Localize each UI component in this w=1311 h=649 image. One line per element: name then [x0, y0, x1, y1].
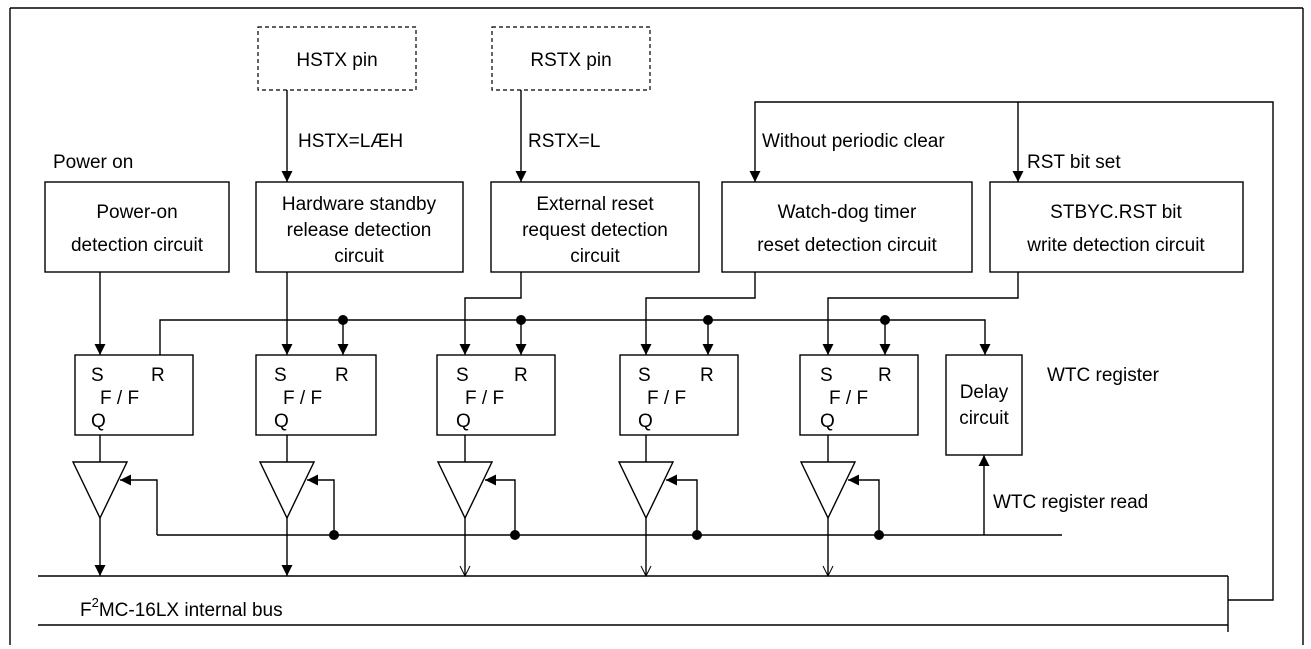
svg-text:Power-on: Power-on — [96, 202, 177, 223]
outer-frame — [9, 7, 1304, 645]
svg-text:F / F: F / F — [283, 388, 322, 409]
svg-text:circuit: circuit — [334, 246, 384, 267]
internal-bus-label: F2MC-16LX internal bus — [80, 595, 283, 621]
flipflop-5: S R F / FQ — [799, 354, 919, 436]
power-on-label: Power on — [53, 152, 133, 173]
detector-watchdog: Watch-dog timer reset detection circuit — [721, 181, 973, 273]
hstx-pin: HSTX pin — [257, 26, 417, 91]
svg-text:F / F: F / F — [647, 388, 686, 409]
rst-feedback-path — [749, 101, 1274, 601]
buffer-3 — [436, 461, 494, 520]
detector-stbyc-rst: STBYC.RST bit write detection circuit — [989, 181, 1244, 273]
svg-text:R: R — [514, 365, 528, 386]
svg-text:reset detection circuit: reset detection circuit — [757, 235, 937, 256]
svg-text:S: S — [820, 365, 833, 386]
svg-text:S: S — [274, 365, 287, 386]
svg-text:release detection: release detection — [287, 220, 432, 241]
rstx-level-label: RSTX=L — [528, 131, 600, 152]
junction-dot — [703, 315, 713, 325]
svg-text:write detection circuit: write detection circuit — [1026, 235, 1205, 256]
svg-text:Q: Q — [638, 411, 653, 432]
svg-text:F / F: F / F — [829, 388, 868, 409]
internal-bus: F2MC-16LX internal bus — [38, 575, 1229, 632]
svg-text:Watch-dog timer: Watch-dog timer — [778, 202, 917, 223]
buffer-2 — [258, 461, 316, 520]
flipflop-4: S R F / FQ — [619, 354, 739, 436]
set-lines — [94, 272, 1019, 355]
read-enable-line — [120, 455, 1062, 540]
q-lines — [99, 435, 829, 462]
svg-text:R: R — [878, 365, 892, 386]
buffer-5 — [799, 461, 857, 520]
junction-dot — [329, 530, 339, 540]
svg-text:request detection: request detection — [522, 220, 668, 241]
junction-dot — [874, 530, 884, 540]
svg-text:Q: Q — [456, 411, 471, 432]
wtc-read-label: WTC register read — [993, 492, 1148, 513]
junction-dot — [880, 315, 890, 325]
rstx-pin-label: RSTX pin — [530, 50, 611, 71]
svg-text:circuit: circuit — [959, 408, 1009, 429]
detector-power-on: Power-on detection circuit — [44, 181, 230, 273]
delay-circuit: Delay circuit — [945, 354, 1023, 456]
svg-text:S: S — [638, 365, 651, 386]
svg-text:S: S — [91, 365, 104, 386]
junction-dot — [516, 315, 526, 325]
wtc-register-label: WTC register — [1047, 365, 1160, 386]
buffer-4 — [617, 461, 675, 520]
svg-text:Q: Q — [274, 411, 289, 432]
rstx-pin: RSTX pin — [491, 26, 651, 91]
svg-text:F / F: F / F — [100, 388, 139, 409]
bus-outputs — [94, 518, 834, 578]
detector-hardware-standby: Hardware standby release detection circu… — [255, 181, 464, 273]
svg-text:Hardware standby: Hardware standby — [282, 194, 437, 215]
svg-text:External reset: External reset — [536, 194, 654, 215]
svg-text:Q: Q — [91, 411, 106, 432]
junction-dot — [338, 315, 348, 325]
svg-text:R: R — [151, 365, 165, 386]
svg-text:circuit: circuit — [570, 246, 620, 267]
svg-text:STBYC.RST bit: STBYC.RST bit — [1050, 202, 1182, 223]
no-periodic-clear-label: Without periodic clear — [762, 131, 945, 152]
svg-text:S: S — [456, 365, 469, 386]
flipflop-2: S R F / FQ — [255, 354, 377, 436]
reset-line — [159, 315, 991, 355]
svg-text:R: R — [700, 365, 714, 386]
svg-text:F / F: F / F — [465, 388, 504, 409]
hstx-level-label: HSTX=LÆH — [298, 131, 403, 152]
svg-text:Q: Q — [820, 411, 835, 432]
hstx-pin-label: HSTX pin — [296, 50, 377, 71]
flipflop-3: S R F / FQ — [436, 354, 556, 436]
svg-text:detection circuit: detection circuit — [71, 235, 204, 256]
junction-dot — [692, 530, 702, 540]
svg-text:Delay: Delay — [960, 382, 1009, 403]
buffer-1 — [71, 461, 129, 520]
flipflop-1: S R F / FQ — [74, 354, 194, 436]
junction-dot — [510, 530, 520, 540]
svg-text:R: R — [335, 365, 349, 386]
rst-bit-set-label: RST bit set — [1027, 152, 1121, 173]
detector-external-reset: External reset request detection circuit — [490, 181, 700, 273]
